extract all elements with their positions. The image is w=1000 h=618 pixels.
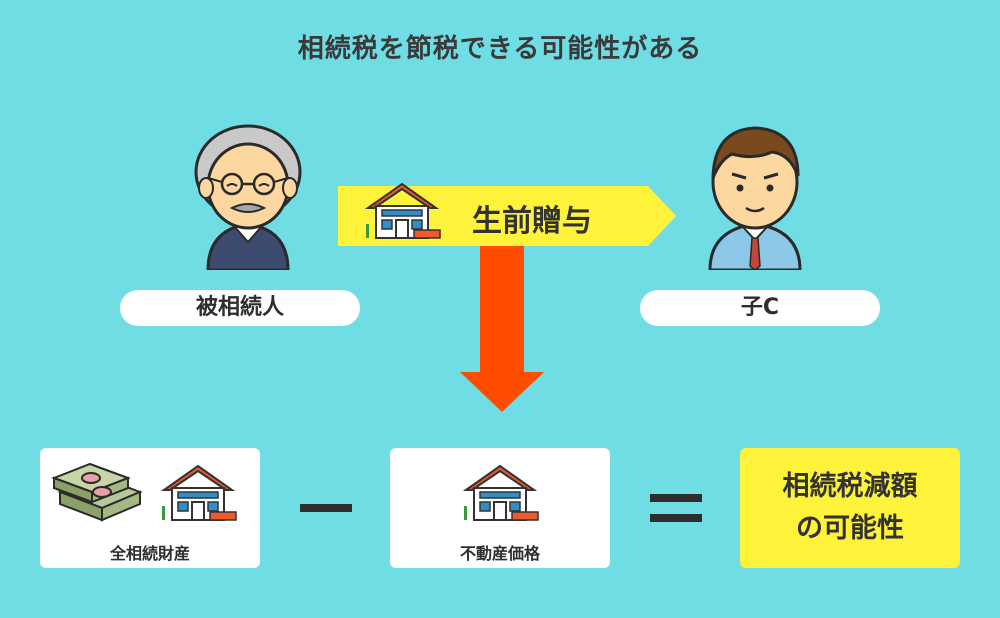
- result-line-2: の可能性: [796, 513, 904, 544]
- property-card-label: 不動産価格: [459, 544, 540, 563]
- arrow-down-icon: [460, 246, 544, 412]
- asset-card-label: 全相続財産: [109, 544, 190, 563]
- old-man-icon: [194, 124, 302, 270]
- minus-sign: [300, 504, 352, 512]
- young-man-icon: [708, 126, 802, 270]
- house-icon: [462, 464, 539, 521]
- left-person-label: 被相続人: [120, 290, 360, 326]
- house-icon: [160, 464, 237, 521]
- equals-sign: [650, 494, 702, 522]
- house-icon: [364, 182, 441, 239]
- result-box: 相続税減額 の可能性: [740, 448, 960, 568]
- money-stack-icon: [51, 462, 143, 522]
- page-title: 相続税を節税できる可能性がある: [297, 34, 703, 64]
- property-card: 不動産価格: [390, 448, 610, 568]
- asset-card: 全相続財産: [40, 448, 260, 568]
- right-person-label: 子C: [640, 290, 880, 326]
- result-line-1: 相続税減額: [782, 471, 918, 502]
- gift-label: 生前贈与: [472, 204, 592, 239]
